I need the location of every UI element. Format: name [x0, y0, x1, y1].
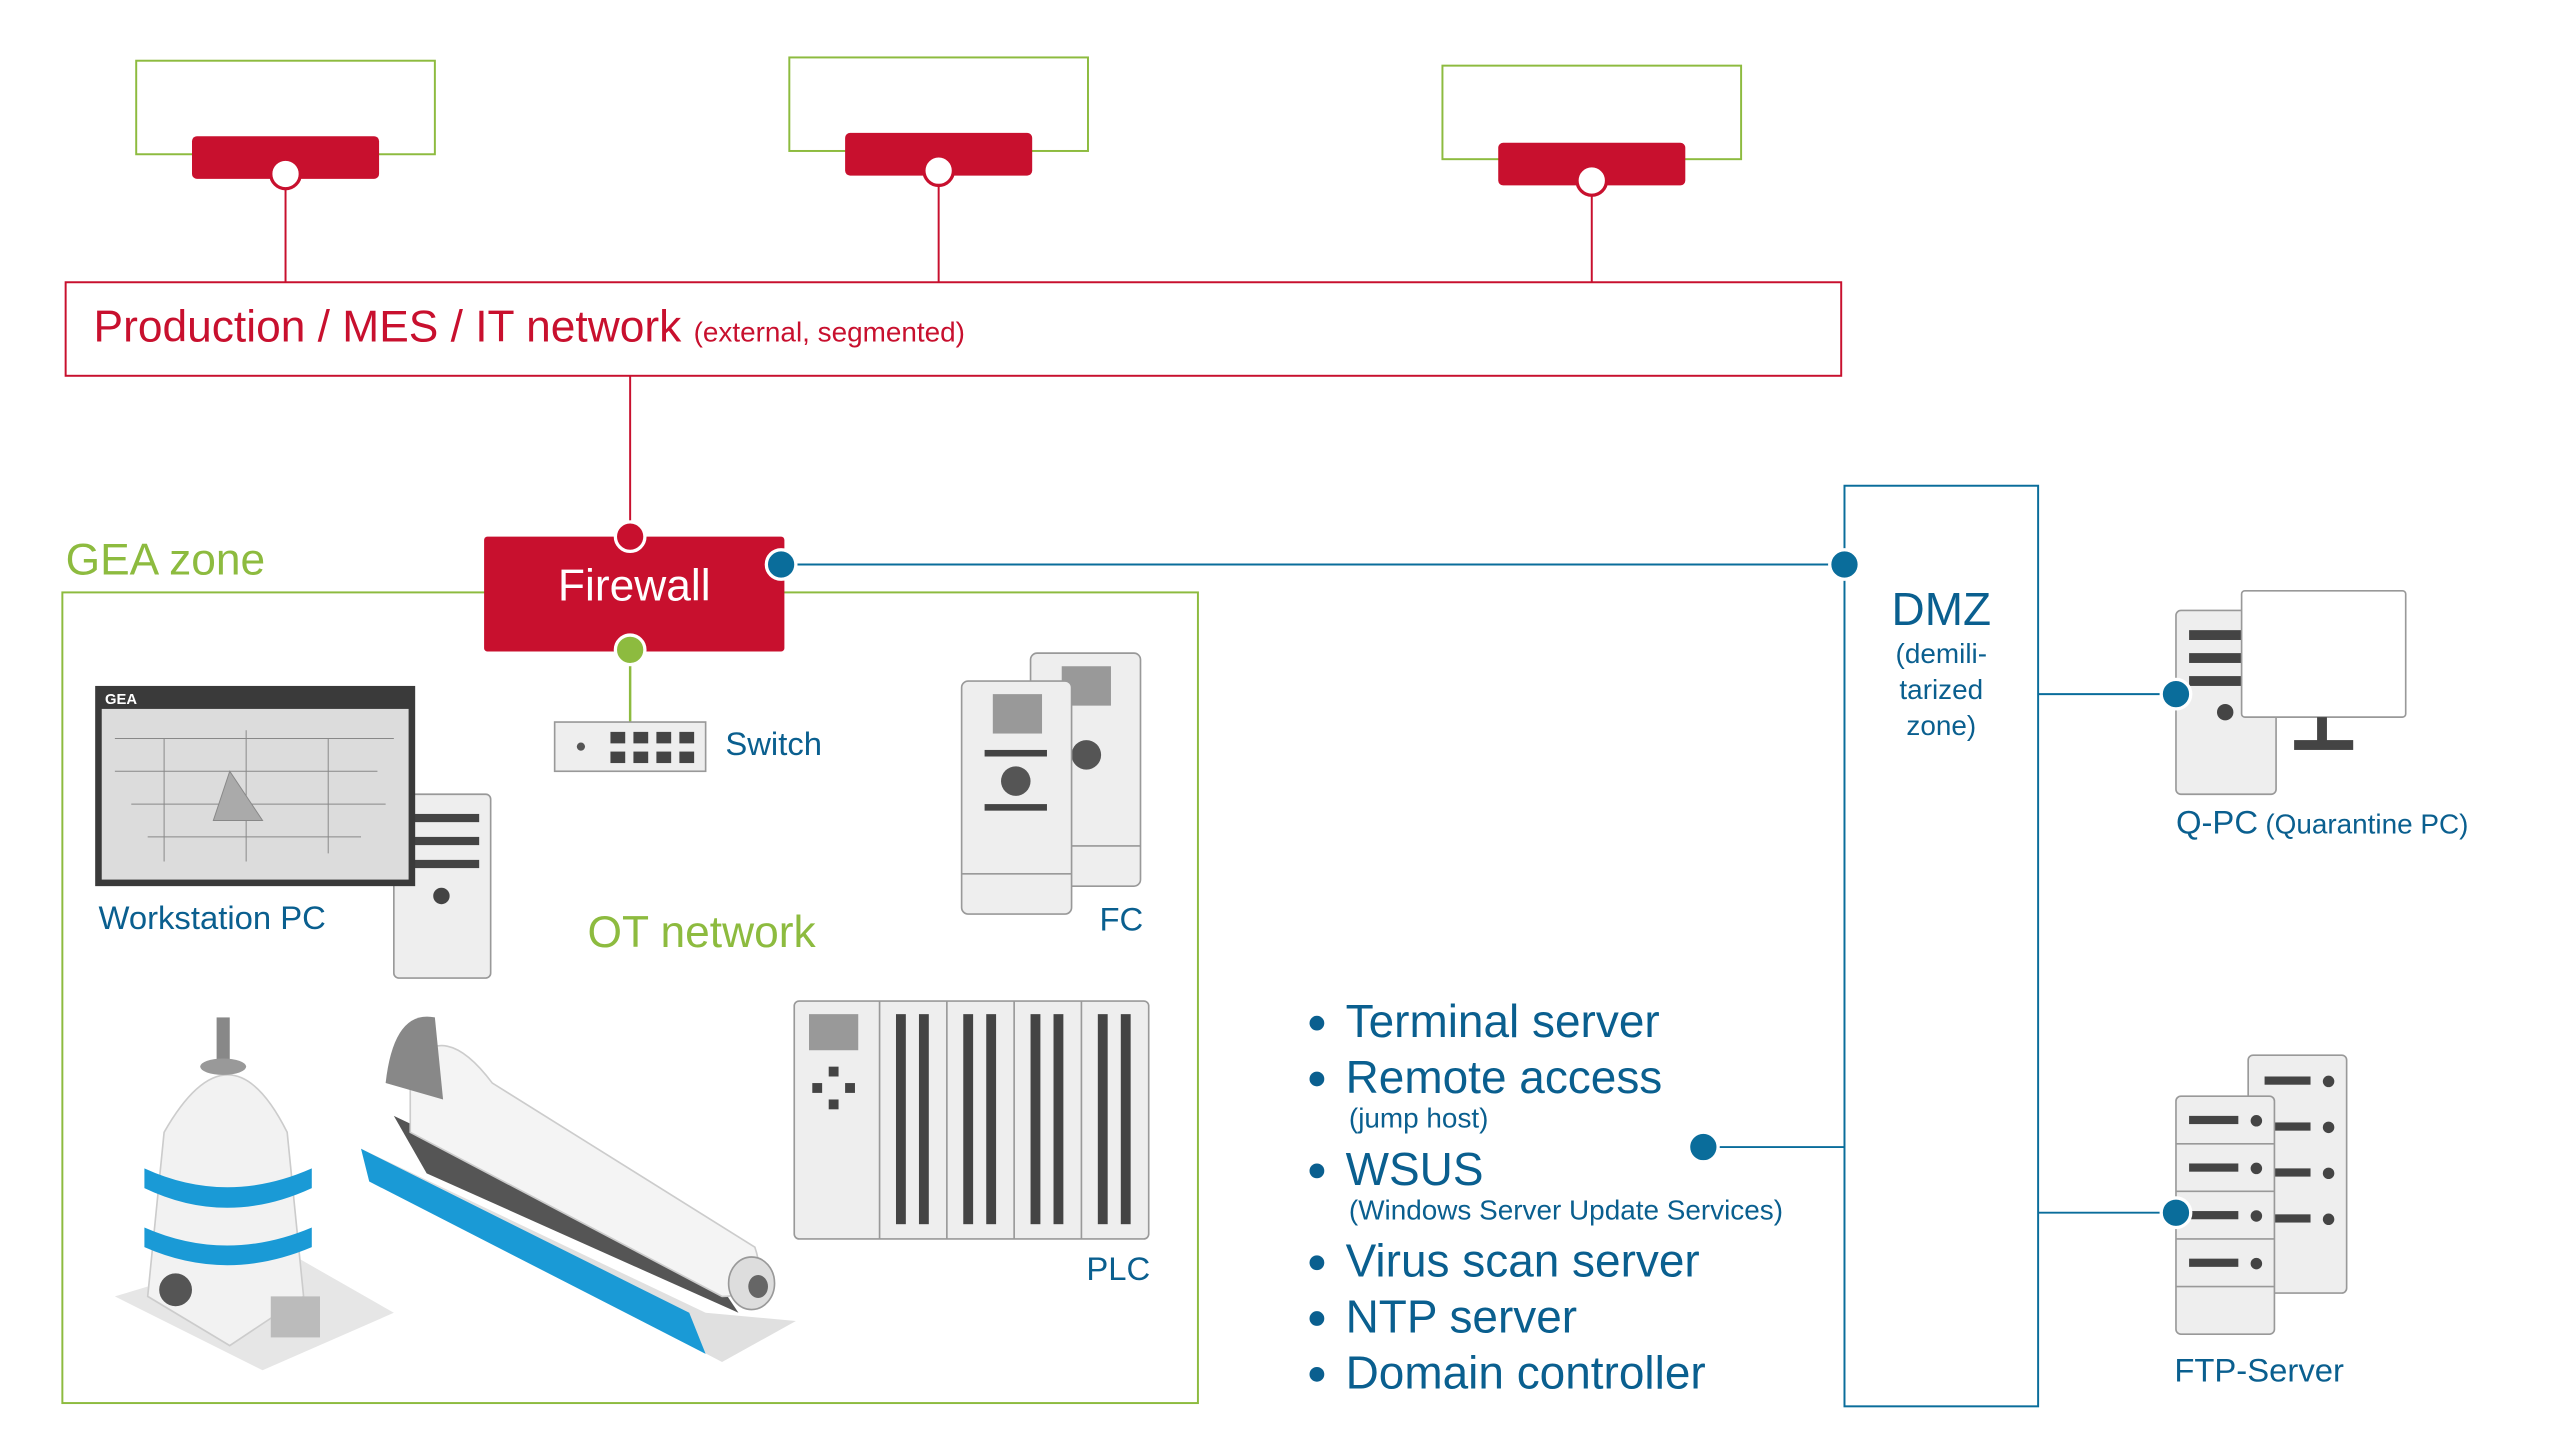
dmz-subtitle: (demili- tarized zone)	[1844, 637, 2038, 745]
dmz-title: DMZ	[1891, 584, 1992, 636]
list-item: NTP server	[1309, 1290, 1783, 1346]
firewall-label: Firewall	[557, 561, 711, 611]
service-label: Virus scan server	[1345, 1235, 1700, 1287]
switch-label: Switch	[725, 726, 822, 764]
service-sub: (jump host)	[1348, 1102, 1489, 1134]
fc-label: FC	[1099, 902, 1144, 939]
production-network-title: Production / MES / IT network (external,…	[93, 301, 965, 352]
qpc-sub: (Quarantine PC)	[2265, 809, 2469, 841]
dmz-services-list: Terminal server Remote access(jump host)…	[1309, 994, 1783, 1402]
external-system-2	[788, 56, 1089, 283]
dmz-subtitle-line: tarized	[1899, 674, 1984, 706]
external-system-1	[135, 59, 436, 283]
quarantine-pc-icon	[2175, 589, 2407, 796]
list-item: Terminal server	[1309, 994, 1783, 1050]
qpc-title: Q-PC	[2175, 805, 2259, 842]
service-label: Domain controller	[1345, 1347, 1706, 1399]
workstation-label: Workstation PC	[98, 900, 326, 938]
external-system-3	[1441, 64, 1743, 283]
gea-zone-label: GEA zone	[65, 534, 266, 585]
service-sub: (Windows Server Update Services)	[1348, 1194, 1783, 1226]
production-subtitle: (external, segmented)	[693, 316, 965, 348]
firewall-box	[484, 536, 785, 652]
qpc-label: Q-PC (Quarantine PC)	[2176, 807, 2468, 840]
service-label: Remote access	[1345, 1051, 1663, 1103]
plc-icon	[793, 1000, 1150, 1240]
service-label: WSUS	[1345, 1143, 1484, 1195]
workstation-screen-logo: GEA	[105, 690, 138, 708]
service-label: Terminal server	[1345, 996, 1660, 1047]
separator-machine-icon	[114, 1017, 394, 1371]
plc-label: PLC	[1086, 1252, 1151, 1289]
dmz-label: DMZ (demili- tarized zone)	[1844, 587, 2038, 745]
ot-network-label: OT network	[587, 907, 816, 957]
list-item: Virus scan server	[1309, 1234, 1783, 1290]
fc-icon	[960, 652, 1142, 915]
production-title-text: Production / MES / IT network	[93, 301, 682, 352]
production-network-box	[64, 281, 1843, 377]
list-item: Remote access(jump host)	[1309, 1050, 1783, 1135]
dmz-box	[1843, 484, 2040, 1408]
list-item: WSUS(Windows Server Update Services)	[1309, 1142, 1783, 1227]
dmz-subtitle-line: zone)	[1906, 710, 1977, 742]
list-item: Domain controller	[1309, 1346, 1783, 1402]
decanter-machine-icon	[361, 1016, 796, 1363]
workstation-pc-icon	[95, 685, 492, 979]
dmz-subtitle-line: (demili-	[1895, 638, 1988, 670]
switch-icon	[553, 721, 707, 773]
ftp-label: FTP-Server	[2174, 1353, 2344, 1390]
service-label: NTP server	[1345, 1291, 1578, 1343]
ftp-server-icon	[2175, 1054, 2348, 1335]
